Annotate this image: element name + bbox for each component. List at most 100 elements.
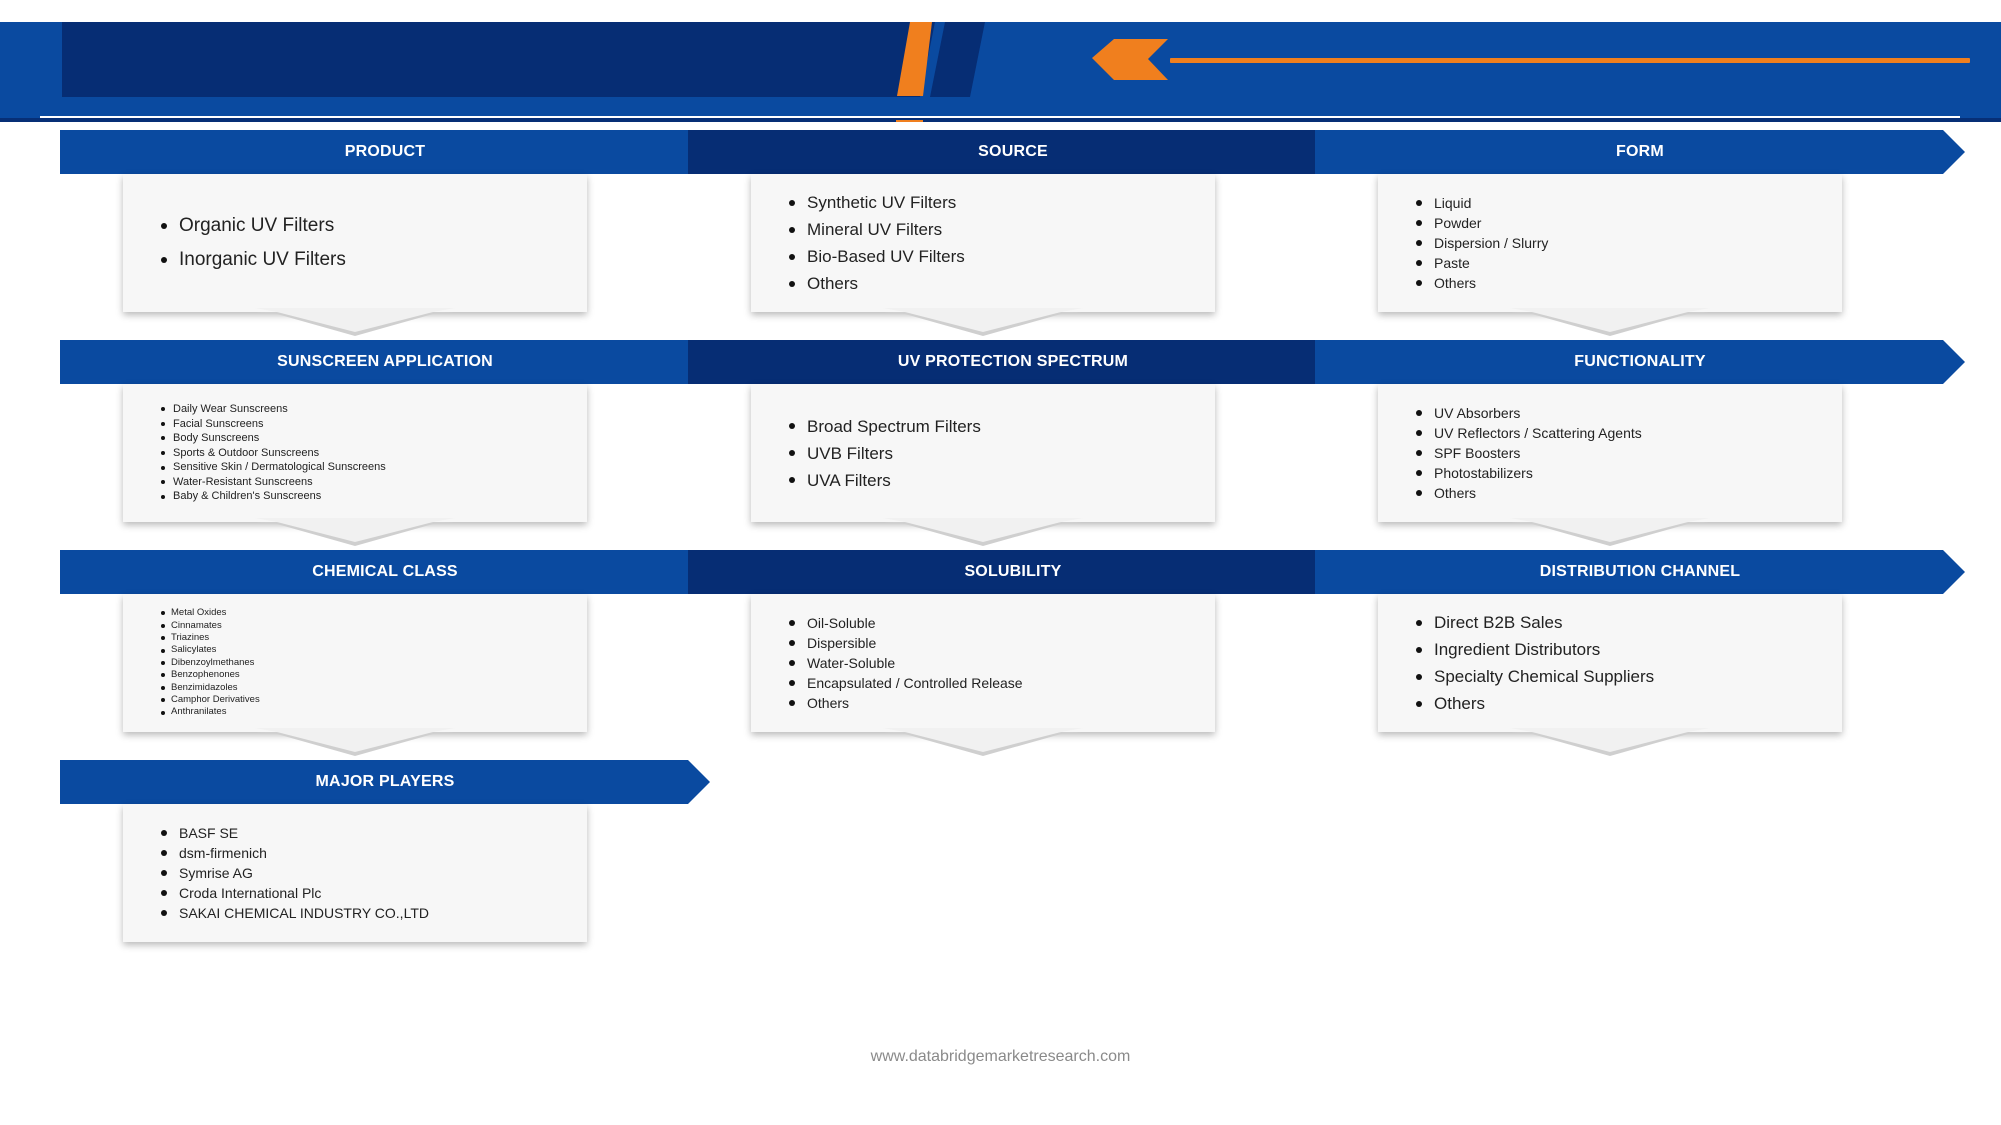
list-item: Paste	[1416, 253, 1548, 273]
list-item: Triazines	[161, 632, 260, 644]
down-chevron-icon	[1510, 518, 1710, 546]
down-chevron-icon	[883, 518, 1083, 546]
header-orange-tab	[896, 120, 923, 122]
segment-title: UV PROTECTION SPECTRUM	[897, 353, 1129, 370]
list-item: Water-Resistant Sunscreens	[161, 475, 386, 490]
list-item: Sports & Outdoor Sunscreens	[161, 446, 386, 461]
list-item: Bio-Based UV Filters	[789, 243, 965, 270]
list-item: Camphor Derivatives	[161, 694, 260, 706]
segment-title: CHEMICAL CLASS	[312, 563, 458, 580]
header-band-bottom	[0, 118, 2001, 122]
down-chevron-icon	[1510, 728, 1710, 756]
list-item: Specialty Chemical Suppliers	[1416, 663, 1654, 690]
list-item: Others	[1416, 483, 1642, 503]
segment-title: FORM	[1616, 143, 1664, 160]
segment-banner-form: FORM	[1315, 130, 1965, 174]
segment-banner-solubility: SOLUBILITY	[688, 550, 1338, 594]
list-item: Baby & Children's Sunscreens	[161, 489, 386, 504]
list-item: UV Reflectors / Scattering Agents	[1416, 423, 1642, 443]
segment-banner-uv-protection-spectrum: UV PROTECTION SPECTRUM	[688, 340, 1338, 384]
list-item: Facial Sunscreens	[161, 417, 386, 432]
segment-title: DISTRIBUTION CHANNEL	[1539, 563, 1741, 580]
list-item: Dispersion / Slurry	[1416, 233, 1548, 253]
list-item: Others	[1416, 273, 1548, 293]
down-chevron-icon	[255, 728, 455, 756]
list-item: Daily Wear Sunscreens	[161, 402, 386, 417]
segment-banner-functionality: FUNCTIONALITY	[1315, 340, 1965, 384]
header-dark-stripe	[930, 22, 985, 97]
list-item: Liquid	[1416, 193, 1548, 213]
list-item: SAKAI CHEMICAL INDUSTRY CO.,LTD	[161, 903, 429, 923]
segment-banner-distribution-channel: DISTRIBUTION CHANNEL	[1315, 550, 1965, 594]
down-chevron-icon	[1510, 308, 1710, 336]
list-item: Sensitive Skin / Dermatological Sunscree…	[161, 460, 386, 475]
list-item: Metal Oxides	[161, 607, 260, 619]
segment-title: MAJOR PLAYERS	[315, 773, 455, 790]
segment-banner-chemical-class: CHEMICAL CLASS	[60, 550, 710, 594]
segment-title: SUNSCREEN APPLICATION	[277, 353, 493, 370]
list-item: UVB Filters	[789, 440, 981, 467]
list-item: Dibenzoylmethanes	[161, 657, 260, 669]
list-item: Encapsulated / Controlled Release	[789, 673, 1023, 693]
header-orange-arrow	[1092, 39, 1168, 80]
segment-title: FUNCTIONALITY	[1574, 353, 1706, 370]
list-item: Others	[1416, 690, 1654, 717]
down-chevron-icon	[883, 308, 1083, 336]
footer-url: www.databridgemarketresearch.com	[870, 1048, 1131, 1065]
list-item: Others	[789, 693, 1023, 713]
list-item: Photostabilizers	[1416, 463, 1642, 483]
list-item: Dispersible	[789, 633, 1023, 653]
down-chevron-icon	[255, 308, 455, 336]
header-white-rule	[40, 116, 1960, 118]
list-item: Symrise AG	[161, 863, 429, 883]
chevron-shape	[1510, 728, 1710, 752]
list-item: Powder	[1416, 213, 1548, 233]
chevron-shape	[883, 728, 1083, 752]
down-chevron-icon	[255, 518, 455, 546]
list-item: Others	[789, 270, 965, 297]
header-banner	[0, 22, 2001, 122]
list-item: Direct B2B Sales	[1416, 609, 1654, 636]
chevron-shape	[255, 518, 455, 542]
list-item: Water-Soluble	[789, 653, 1023, 673]
list-item: BASF SE	[161, 823, 429, 843]
list-item: Body Sunscreens	[161, 431, 386, 446]
list-item: Benzophenones	[161, 669, 260, 681]
segment-banner-product: PRODUCT	[60, 130, 710, 174]
segment-banner-sunscreen-application: SUNSCREEN APPLICATION	[60, 340, 710, 384]
header-title-block	[62, 22, 935, 97]
down-chevron-icon	[883, 728, 1083, 756]
list-item: Salicylates	[161, 644, 260, 656]
list-item: Inorganic UV Filters	[161, 243, 346, 277]
list-item: Organic UV Filters	[161, 209, 346, 243]
list-item: UV Absorbers	[1416, 403, 1642, 423]
chevron-shape	[255, 728, 455, 752]
segment-banner-source: SOURCE	[688, 130, 1338, 174]
list-item: Broad Spectrum Filters	[789, 413, 981, 440]
segment-title: PRODUCT	[344, 143, 426, 160]
chevron-shape	[255, 308, 455, 332]
chevron-shape	[883, 308, 1083, 332]
segment-title: SOLUBILITY	[964, 563, 1062, 580]
list-item: SPF Boosters	[1416, 443, 1642, 463]
header-orange-slash	[897, 22, 932, 96]
